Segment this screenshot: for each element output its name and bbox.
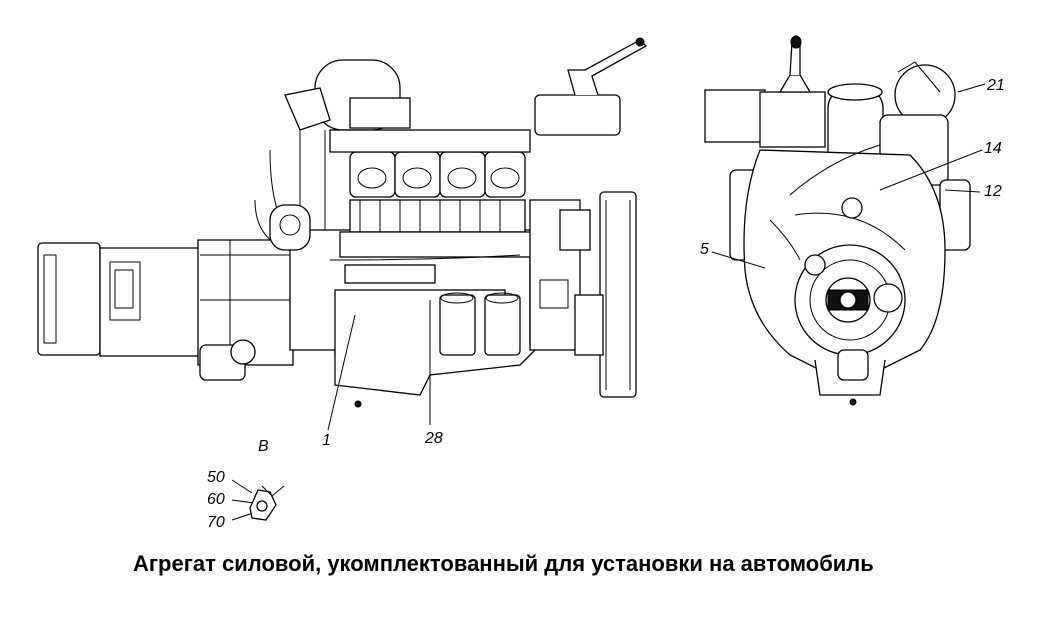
detail-view-b: В 50 60 70 bbox=[207, 438, 285, 531]
callout-21: 21 bbox=[986, 77, 1005, 94]
detail-title: В bbox=[258, 438, 269, 455]
detail-label-60: 60 bbox=[207, 491, 225, 508]
detail-label-50: 50 bbox=[207, 469, 225, 486]
detail-label-70: 70 bbox=[207, 514, 225, 531]
front-callouts: 21 14 12 5 bbox=[700, 77, 1005, 269]
callout-5: 5 bbox=[700, 241, 709, 258]
callout-1: 1 bbox=[322, 432, 331, 449]
callout-14: 14 bbox=[984, 140, 1002, 157]
figure-caption: Агрегат силовой, укомплектованный для ус… bbox=[133, 551, 874, 576]
front-view-engine bbox=[704, 35, 971, 406]
side-callouts: 1 28 bbox=[322, 300, 443, 449]
side-view-engine bbox=[37, 37, 648, 408]
callout-28: 28 bbox=[424, 430, 443, 447]
callout-12: 12 bbox=[984, 183, 1002, 200]
